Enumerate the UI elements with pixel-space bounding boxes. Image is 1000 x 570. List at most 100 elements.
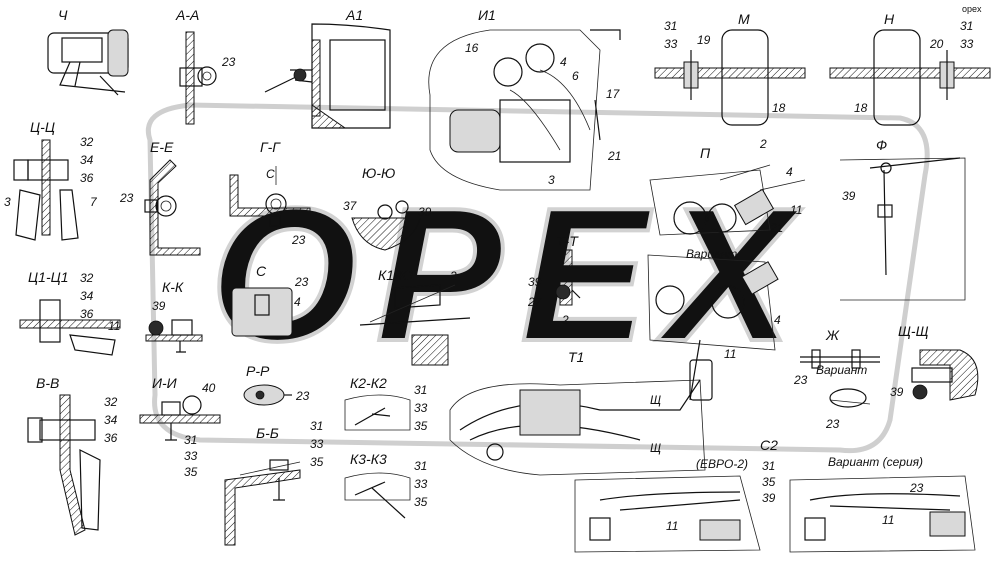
label-views-ee-callouts-0: 23 xyxy=(119,191,134,205)
label-views-ee-label: Е-Е xyxy=(150,139,174,155)
label-views-rr-callouts-0: 23 xyxy=(295,389,310,403)
label-views-zh-callouts-0: 23 xyxy=(793,373,808,387)
label-views-c2-label: С2 xyxy=(760,437,778,453)
view-tt: Т-Т 39 27 2 xyxy=(527,233,581,327)
label-views-cc-callouts-1: 34 xyxy=(80,153,94,167)
label-views-c-label: С xyxy=(256,263,267,279)
label-views-vv-callouts-1: 34 xyxy=(104,413,118,427)
label-views-yuyu-callouts-0: 37 xyxy=(343,199,358,213)
label-views-vv-callouts-2: 36 xyxy=(104,431,118,445)
label-views-i1-callouts-3: 17 xyxy=(606,87,621,101)
corner-mark: opex xyxy=(962,4,982,14)
label-views-c2-right-title: Вариант (серия) xyxy=(828,455,923,469)
label-views-k3k3-callouts-1: 33 xyxy=(414,477,428,491)
label-views-gg-callouts-1: 23 xyxy=(291,233,306,247)
label-views-tt-label: Т-Т xyxy=(556,233,579,249)
label-views-c2-left-callouts-2: 39 xyxy=(762,491,776,505)
view-a1: А1 xyxy=(264,7,391,129)
label-views-zh-callouts-1: 23 xyxy=(825,417,840,431)
view-c: С 23 4 xyxy=(231,263,309,337)
label-views-f-label: Ф xyxy=(876,137,887,153)
label-views-rr-label: Р-Р xyxy=(246,363,270,379)
view-vv: В-В 32 34 36 xyxy=(27,375,118,536)
view-i1: И1 16 4 6 17 21 3 xyxy=(428,7,621,191)
label-views-bb-callouts-2: 35 xyxy=(310,455,324,469)
view-cc: Ц-Ц 32 34 36 3 7 xyxy=(4,119,98,241)
label-views-p-variant: Вариант xyxy=(686,247,737,261)
view-k3k3: К3-К3 31 33 35 xyxy=(344,451,428,519)
label-views-cc-callouts-3: 3 xyxy=(4,195,11,209)
view-k2k2: К2-К2 31 33 35 xyxy=(344,375,428,433)
label-views-cc-callouts-0: 32 xyxy=(80,135,94,149)
label-views-ii-callouts-0: 40 xyxy=(202,381,216,395)
view-t1: Т1 Щ Щ xyxy=(449,339,713,476)
label-views-c2-right-callouts-0: 23 xyxy=(909,481,924,495)
label-views-c1c1-callouts-0: 32 xyxy=(80,271,94,285)
label-views-c2-left-title: (ЕВРО-2) xyxy=(696,457,748,471)
label-views-c1c1-label: Ц1-Ц1 xyxy=(28,269,69,285)
label-views-i1-callouts-1: 4 xyxy=(560,55,567,69)
view-zh: Ж 23 Вариант 23 xyxy=(793,327,880,431)
label-views-zh-label: Ж xyxy=(825,327,840,343)
label-views-k1k1-callouts-0: 2 xyxy=(449,269,457,283)
label-views-f-callouts-0: 39 xyxy=(842,189,856,203)
label-views-n-callouts-2: 20 xyxy=(929,37,944,51)
view-k1k1: К1-К1 2 xyxy=(359,267,471,366)
label-views-cc-callouts-4: 7 xyxy=(90,195,98,209)
label-views-n-callouts-3: 18 xyxy=(854,101,868,115)
label-views-ii-label: И-И xyxy=(152,375,178,391)
view-yuyu: Ю-Ю 37 39 xyxy=(343,165,432,251)
label-views-shsh-callouts-0: 39 xyxy=(890,385,904,399)
view-m: М 31 33 19 18 xyxy=(654,11,806,126)
label-views-bb-label: Б-Б xyxy=(256,425,279,441)
label-views-cc-label: Ц-Ц xyxy=(30,119,55,135)
label-views-a1-label: А1 xyxy=(345,7,363,23)
label-views-cc-callouts-2: 36 xyxy=(80,171,94,185)
label-views-n-callouts-1: 33 xyxy=(960,37,974,51)
label-views-i1-callouts-5: 3 xyxy=(548,173,555,187)
label-views-n-label: Н xyxy=(884,11,895,27)
label-views-vv-label: В-В xyxy=(36,375,59,391)
label-views-tt-callouts-0: 39 xyxy=(528,275,542,289)
label-views-c1c1-callouts-3: 11 xyxy=(108,319,120,333)
view-bb: Б-Б 31 33 35 xyxy=(224,419,324,546)
view-p: П 2 4 11 21 Вариант 4 11 xyxy=(647,137,806,361)
label-views-p-callouts-0: 2 xyxy=(759,137,767,151)
label-views-n-callouts-0: 31 xyxy=(960,19,973,33)
view-rr: Р-Р 23 xyxy=(243,363,310,406)
label-views-tt-callouts-2: 2 xyxy=(561,313,569,327)
label-views-yuyu-label: Ю-Ю xyxy=(362,165,395,181)
view-n: Н 31 33 20 18 xyxy=(829,11,991,126)
label-views-c1c1-callouts-2: 36 xyxy=(80,307,94,321)
label-views-t1-callouts-1: Щ xyxy=(650,441,661,455)
label-views-c2-left-callouts-3: 11 xyxy=(666,519,678,533)
label-views-aa-label: А-А xyxy=(175,7,199,23)
label-views-kk-label: К-К xyxy=(162,279,184,295)
view-ii: И-И 40 31 33 35 xyxy=(139,375,221,479)
label-views-p-label: П xyxy=(700,145,711,161)
label-views-gg-label: Г-Г xyxy=(260,139,281,155)
label-views-c-callouts-1: 4 xyxy=(294,295,301,309)
label-views-k3k3-callouts-2: 35 xyxy=(414,495,428,509)
label-views-m-callouts-2: 19 xyxy=(697,33,711,47)
label-views-k2k2-callouts-2: 35 xyxy=(414,419,428,433)
view-kk: К-К 39 xyxy=(145,279,203,353)
label-views-t1-label: Т1 xyxy=(568,349,584,365)
view-shsh: Щ-Щ 39 xyxy=(890,323,979,401)
label-views-i1-callouts-4: 21 xyxy=(607,149,621,163)
label-views-k3k3-label: К3-К3 xyxy=(350,451,387,467)
label-views-c2-left-callouts-0: 31 xyxy=(762,459,775,473)
label-views-p-callouts-1: 4 xyxy=(786,165,793,179)
label-views-k2k2-label: К2-К2 xyxy=(350,375,387,391)
label-views-t1-callouts-0: Щ xyxy=(650,393,661,407)
label-views-c1c1-callouts-1: 34 xyxy=(80,289,94,303)
label-views-k2k2-callouts-0: 31 xyxy=(414,383,427,397)
label-views-shsh-label: Щ-Щ xyxy=(898,323,929,339)
label-views-i1-callouts-0: 16 xyxy=(465,41,479,55)
label-views-m-callouts-3: 18 xyxy=(772,101,786,115)
label-views-ii-callouts-3: 35 xyxy=(184,465,198,479)
view-c1c1: Ц1-Ц1 32 34 36 11 xyxy=(19,269,121,356)
view-ee: Е-Е 23 xyxy=(119,139,201,256)
label-views-m-callouts-1: 33 xyxy=(664,37,678,51)
